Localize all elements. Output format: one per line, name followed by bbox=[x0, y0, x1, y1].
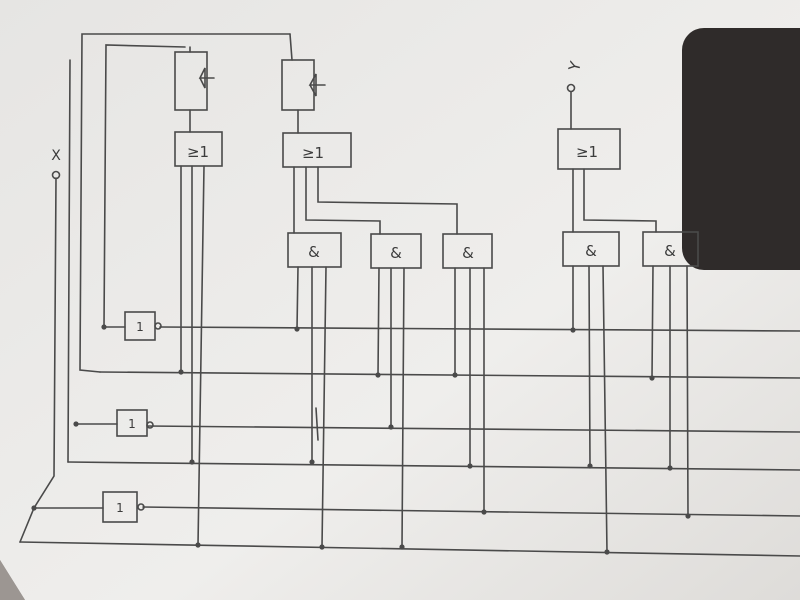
and-gate-4-label: & bbox=[585, 242, 597, 260]
feedback-wire-a-not bbox=[103, 44, 186, 328]
not-gate-a-label: 1 bbox=[136, 320, 144, 334]
and-gate-2: & bbox=[370, 233, 422, 548]
and-gate-5: & bbox=[642, 231, 699, 517]
bus-not-b bbox=[146, 425, 800, 433]
and-gate-1-label: & bbox=[308, 243, 320, 261]
pencil-mark bbox=[315, 407, 319, 441]
and-gate-4: & bbox=[562, 231, 620, 553]
and-gate-3-label: & bbox=[462, 244, 474, 262]
or-gate-output-label: ≥1 bbox=[576, 143, 598, 161]
feedback-wire-a bbox=[79, 33, 291, 373]
or-gate-1-label: ≥1 bbox=[187, 143, 209, 161]
shadow-area bbox=[682, 28, 800, 270]
bus-not-a bbox=[159, 326, 800, 332]
or-gate-2-label: ≥1 bbox=[302, 144, 324, 162]
or-gate-2: ≥1 bbox=[282, 132, 352, 168]
not-gate-b: 1 bbox=[116, 409, 154, 437]
and-gate-1: & bbox=[287, 232, 342, 548]
not-gate-b-label: 1 bbox=[128, 417, 136, 431]
and-gate-3: & bbox=[442, 233, 493, 513]
flip-flop-1 bbox=[174, 46, 215, 133]
bus-a bbox=[99, 371, 800, 379]
bus-not-c bbox=[142, 506, 800, 517]
table-corner bbox=[0, 560, 25, 600]
not-gate-c-label: 1 bbox=[116, 501, 124, 515]
not-gate-a: 1 bbox=[124, 311, 162, 341]
feedback-wires bbox=[19, 33, 291, 543]
not-gate-c: 1 bbox=[102, 491, 145, 523]
junction-dots bbox=[31, 324, 691, 555]
or-gate-2-inputs bbox=[293, 166, 458, 235]
bus-c bbox=[19, 541, 800, 557]
input-label: X bbox=[51, 148, 61, 164]
and-gate-2-label: & bbox=[390, 244, 402, 262]
input-terminal-x: X bbox=[51, 148, 61, 180]
or-gate-1-inputs bbox=[180, 165, 205, 546]
and-gate-5-label: & bbox=[664, 242, 676, 260]
or-gate-output: ≥1 bbox=[557, 128, 621, 170]
flip-flop-2 bbox=[281, 33, 326, 134]
or-gate-1: ≥1 bbox=[174, 131, 223, 167]
or-gate-output-inputs bbox=[570, 91, 657, 233]
